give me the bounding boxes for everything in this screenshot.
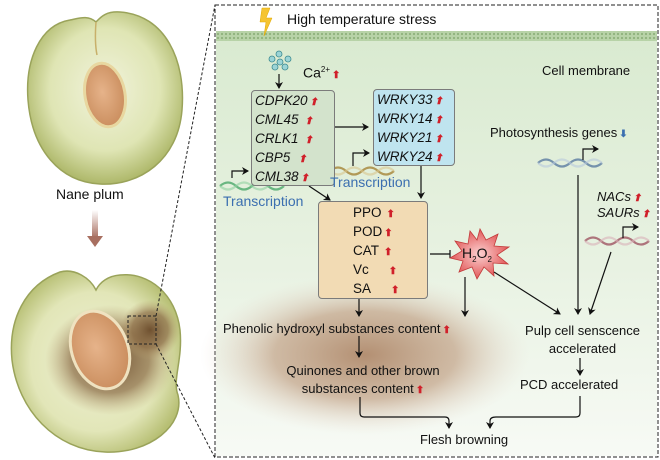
- gene-row: CDPK20⬆: [255, 91, 334, 110]
- browning-glow: [200, 275, 530, 435]
- h2o2-part: H: [462, 245, 473, 261]
- enzyme-row: POD⬆: [353, 222, 399, 241]
- senescence-line: Pulp cell senscence: [525, 323, 640, 338]
- cell-membrane: [216, 31, 657, 41]
- phenolic-label: Phenolic hydroxyl substances content⬆: [223, 321, 451, 338]
- h2o2-burst-icon: [448, 227, 511, 280]
- senescence-line: accelerated: [548, 341, 617, 356]
- gene-name: CBP5: [255, 150, 291, 165]
- quinones-line: substances content⬆: [268, 380, 458, 400]
- up-arrow-icon: ⬆: [300, 173, 309, 184]
- quinones-label: Quinones and other brown substances cont…: [268, 362, 458, 400]
- up-arrow-icon: ⬆: [442, 325, 451, 336]
- enzyme-name: POD: [353, 224, 383, 239]
- gene-row: CRLK1 ⬆: [255, 129, 334, 148]
- gene-row: WRKY24⬆: [377, 147, 454, 166]
- enzyme-row: Vc ⬆: [353, 260, 399, 279]
- up-arrow-icon: ⬆: [384, 228, 393, 239]
- gene-row: WRKY21⬆: [377, 128, 454, 147]
- nacs-text: NACs: [597, 189, 631, 204]
- gene-row: CML45 ⬆: [255, 110, 334, 129]
- gene-name: CRLK1: [255, 131, 299, 146]
- dna-wave-tan: [329, 166, 395, 176]
- up-arrow-icon: ⬆: [384, 247, 393, 258]
- calcium-ions-icon: [268, 50, 292, 71]
- up-arrow-icon: ⬆: [304, 116, 313, 127]
- up-arrow-icon: ⬆: [298, 154, 307, 165]
- up-arrow-icon: ⬆: [434, 96, 443, 107]
- enzyme-row: SA ⬆: [353, 279, 399, 298]
- up-arrow-icon: ⬆: [434, 153, 443, 164]
- gene-name: WRKY21: [377, 130, 433, 145]
- calcium-label: Ca2+⬆: [303, 62, 340, 83]
- gene-row: CBP5 ⬆: [255, 148, 334, 167]
- gene-name: WRKY24: [377, 149, 433, 164]
- enzyme-box: PPO⬆ POD⬆ CAT⬆ Vc⬆ SA⬆: [318, 201, 428, 299]
- gene-row: CML38⬆: [255, 167, 334, 186]
- h2o2-label: H2O2: [462, 246, 492, 267]
- up-arrow-icon: ⬆: [391, 285, 400, 296]
- stress-label: High temperature stress: [287, 11, 437, 27]
- nacs-label: NACs⬆: [597, 189, 641, 206]
- up-arrow-icon: ⬆: [434, 115, 443, 126]
- saurs-label: SAURs⬆: [597, 205, 650, 222]
- signaling-gene-box: CDPK20⬆ CML45⬆ CRLK1⬆ CBP5⬆ CML38⬆: [251, 90, 335, 186]
- enzyme-name: SA: [353, 281, 372, 296]
- gene-row: WRKY33⬆: [377, 90, 454, 109]
- h2o2-part: 2: [472, 254, 477, 264]
- photosynthesis-genes-label: Photosynthesis genes⬇: [490, 125, 628, 142]
- up-arrow-icon: ⬆: [641, 209, 651, 220]
- up-arrow-icon: ⬆: [415, 385, 425, 396]
- enzyme-row: CAT ⬆: [353, 241, 399, 260]
- gene-name: CDPK20: [255, 93, 308, 108]
- calcium-symbol: Ca: [303, 64, 321, 81]
- gene-row: WRKY14⬆: [377, 109, 454, 128]
- enzyme-name: PPO: [353, 205, 382, 220]
- fruit-label: Nane plum: [56, 186, 124, 202]
- calcium-charge: 2+: [320, 65, 331, 74]
- gene-name: CML45: [255, 112, 299, 127]
- zoom-region-marker: [127, 315, 157, 345]
- gene-name: WRKY14: [377, 111, 433, 126]
- up-arrow-icon: ⬆: [434, 134, 443, 145]
- transcription-label: Transcription: [330, 174, 411, 190]
- up-arrow-icon: ⬆: [332, 69, 341, 81]
- senescence-label: Pulp cell senscence accelerated: [515, 322, 650, 358]
- pcd-label: PCD accelerated: [520, 377, 619, 392]
- saurs-text: SAURs: [597, 205, 640, 220]
- up-arrow-icon: ⬆: [304, 135, 313, 146]
- browned-plum-image: [10, 270, 182, 453]
- healthy-plum-image: [26, 11, 184, 185]
- lightning-icon: [259, 7, 273, 37]
- flesh-browning-label: Flesh browning: [420, 432, 509, 447]
- gene-name: WRKY33: [377, 92, 433, 107]
- h2o2-part: O: [476, 245, 488, 261]
- down-arrow-icon: ⬇: [619, 129, 628, 140]
- up-arrow-icon: ⬆: [632, 193, 642, 204]
- dna-wave-red: [584, 236, 650, 246]
- down-arrow-icon: [87, 210, 103, 247]
- enzyme-row: PPO ⬆: [353, 203, 399, 222]
- enzyme-name: CAT: [353, 243, 379, 258]
- dna-wave-blue: [537, 158, 603, 168]
- quinones-text: substances content: [301, 381, 414, 396]
- quinones-line: Quinones and other brown: [286, 363, 440, 378]
- up-arrow-icon: ⬆: [386, 209, 395, 220]
- photosynthesis-text: Photosynthesis genes: [490, 125, 618, 140]
- membrane-label: Cell membrane: [542, 63, 631, 78]
- phenolic-text: Phenolic hydroxyl substances content: [223, 321, 441, 336]
- wrky-gene-box: WRKY33⬆ WRKY14⬆ WRKY21⬆ WRKY24⬆: [373, 89, 455, 166]
- h2o2-part: 2: [487, 254, 492, 264]
- transcription-label: Transcription: [223, 193, 304, 209]
- up-arrow-icon: ⬆: [388, 266, 398, 277]
- up-arrow-icon: ⬆: [309, 97, 318, 108]
- gene-name: CML38: [255, 169, 299, 184]
- enzyme-name: Vc: [353, 262, 369, 277]
